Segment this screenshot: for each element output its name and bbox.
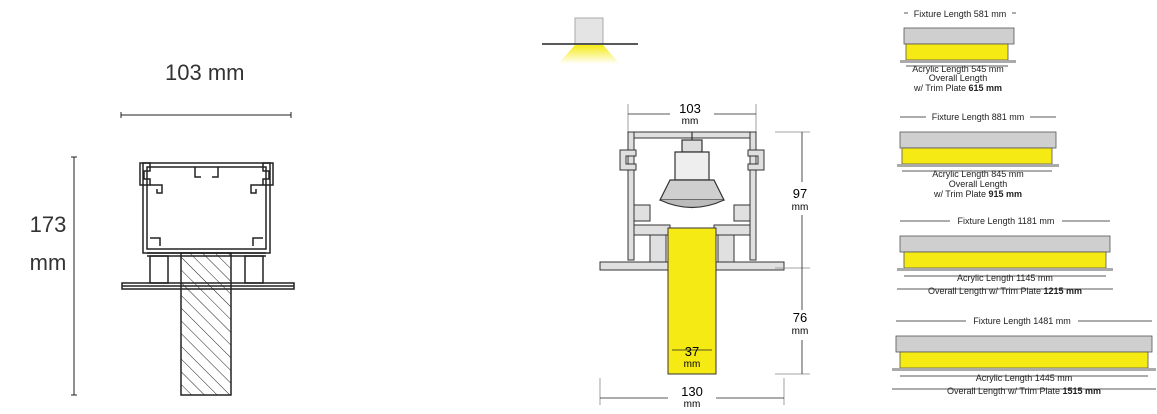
svg-text:w/ Trim Plate 915 mm: w/ Trim Plate 915 mm bbox=[933, 189, 1022, 199]
light-beam-icon bbox=[542, 17, 638, 64]
fixture-elevation-1181: Fixture Length 1181 mm Acrylic Length 11… bbox=[897, 216, 1113, 296]
fixture-length-elevations: Fixture Length 581 mm Acrylic Length 545… bbox=[870, 0, 1157, 409]
mid-top-width-value: 103 bbox=[679, 101, 701, 116]
mid-lower-height-unit: mm bbox=[792, 326, 809, 337]
fixture-2-overall-line1: Overall Length bbox=[949, 179, 1008, 189]
fixture-3-overall-prefix: Overall Length w/ Trim Plate bbox=[928, 286, 1044, 296]
left-diffuser-hatched bbox=[180, 252, 232, 396]
mid-diffuser-width-unit: mm bbox=[684, 359, 701, 370]
svg-text:Overall Length w/ Trim Plate 1: Overall Length w/ Trim Plate 1515 mm bbox=[947, 386, 1101, 396]
fixture-3-acrylic: Acrylic Length 1145 mm bbox=[957, 273, 1053, 283]
fixture-4-length: Fixture Length 1481 mm bbox=[973, 316, 1071, 326]
fixture-2-acrylic: Acrylic Length 845 mm bbox=[932, 169, 1024, 179]
left-section-drawing: 103 mm 173 mm bbox=[30, 60, 295, 396]
fixture-4-acrylic: Acrylic Length 1445 mm bbox=[976, 373, 1073, 383]
mid-trim-width-value: 130 bbox=[681, 384, 703, 399]
fixture-4-overall-prefix: Overall Length w/ Trim Plate bbox=[947, 386, 1063, 396]
fixture-1-overall-line1: Overall Length bbox=[929, 73, 988, 83]
fixture-3-overall-bold: 1215 mm bbox=[1044, 286, 1083, 296]
mid-reflector bbox=[659, 132, 725, 209]
fixture-4-overall-bold: 1515 mm bbox=[1063, 386, 1102, 396]
mid-section-view: 103 mm 37 mm bbox=[520, 0, 850, 410]
fixture-elevation-581: Fixture Length 581 mm Acrylic Length 545… bbox=[900, 9, 1016, 93]
fixture-1-length: Fixture Length 581 mm bbox=[914, 9, 1007, 19]
left-height-value: 173 bbox=[30, 212, 67, 237]
fixture-elevations-drawing: Fixture Length 581 mm Acrylic Length 545… bbox=[892, 9, 1156, 396]
mid-upper-height-value: 97 bbox=[793, 186, 807, 201]
fixture-2-overall-bold: 915 mm bbox=[988, 189, 1022, 199]
mid-upper-height-unit: mm bbox=[792, 202, 809, 213]
fixture-1-overall-bold: 615 mm bbox=[968, 83, 1002, 93]
left-width-label: 103 mm bbox=[165, 60, 244, 85]
mid-lower-height-value: 76 bbox=[793, 310, 807, 325]
fixture-1-acrylic: Acrylic Length 545 mm bbox=[912, 64, 1004, 74]
mid-trim-width-unit: mm bbox=[684, 399, 701, 409]
fixture-2-overall-prefix: w/ Trim Plate bbox=[933, 189, 989, 199]
mid-diffuser-width-value: 37 bbox=[685, 344, 699, 359]
fixture-elevation-1481: Fixture Length 1481 mm Acrylic Length 14… bbox=[892, 316, 1156, 396]
svg-text:w/ Trim Plate 615 mm: w/ Trim Plate 615 mm bbox=[913, 83, 1002, 93]
fixture-3-length: Fixture Length 1181 mm bbox=[958, 216, 1055, 226]
left-height-unit: mm bbox=[30, 250, 67, 275]
mid-top-width-unit: mm bbox=[682, 116, 699, 127]
svg-text:Overall Length w/ Trim Plate 1: Overall Length w/ Trim Plate 1215 mm bbox=[928, 286, 1082, 296]
mid-section-drawing: 103 mm 37 mm bbox=[542, 17, 810, 410]
left-section-view: 103 mm 173 mm bbox=[0, 0, 340, 409]
fixture-1-overall-prefix: w/ Trim Plate bbox=[913, 83, 969, 93]
fixture-elevation-881: Fixture Length 881 mm Acrylic Length 845… bbox=[897, 112, 1059, 199]
fixture-2-length: Fixture Length 881 mm bbox=[932, 112, 1025, 122]
